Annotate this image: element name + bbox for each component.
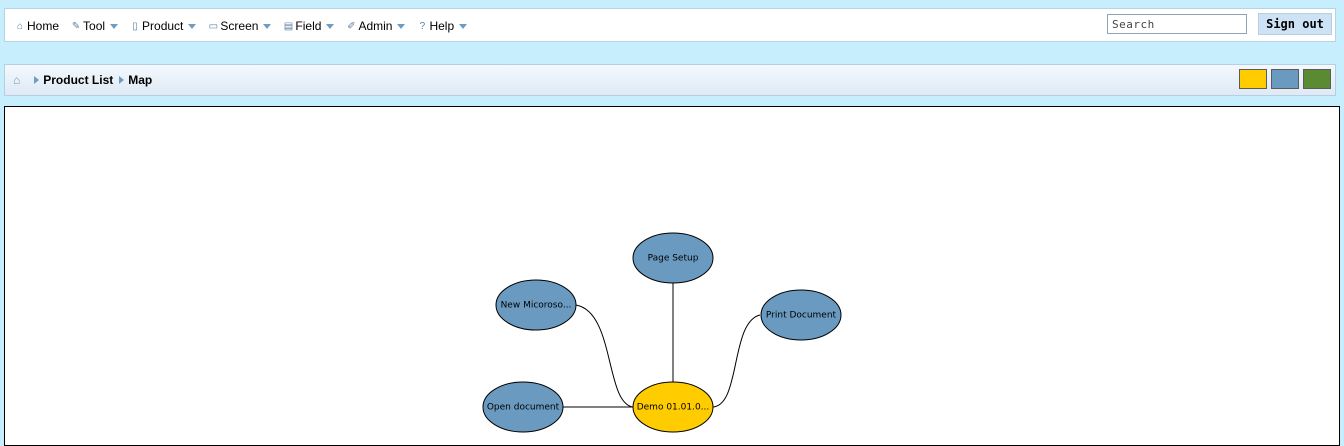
menu-screen[interactable]: ▭ Screen [208, 19, 272, 33]
edge-print-document [711, 314, 761, 408]
chevron-down-icon [110, 24, 119, 29]
chevron-down-icon [188, 24, 197, 29]
map-node-print-document[interactable]: Print Document [760, 289, 842, 341]
menu-help[interactable]: ? Help [417, 19, 468, 33]
pencil-icon: ✐ [347, 20, 356, 32]
chevron-down-icon [263, 24, 272, 29]
node-shape [632, 381, 714, 433]
breadcrumb: ⌂ Product List Map [13, 65, 152, 95]
menu-product-label: Product [142, 19, 184, 33]
node-shape [632, 232, 714, 284]
node-label: New Micoroso... [501, 301, 572, 311]
menu-tool-label: Tool [83, 19, 106, 33]
home-icon[interactable]: ⌂ [13, 73, 21, 87]
breadcrumb-separator-icon [34, 76, 40, 84]
wrench-icon: ✎ [71, 20, 81, 32]
breadcrumb-product-list[interactable]: Product List [43, 73, 114, 87]
map-node-new-microsoft[interactable]: New Micoroso... [495, 279, 577, 331]
node-label: Demo 01.01.0... [637, 403, 710, 413]
chevron-down-icon [326, 24, 335, 29]
document-icon: ▯ [132, 20, 138, 32]
map-node-open-document[interactable]: Open document [482, 381, 564, 433]
breadcrumb-bar: ⌂ Product List Map [4, 64, 1336, 96]
edge-new-microsoft [575, 304, 634, 408]
node-label: Print Document [766, 311, 837, 321]
node-shape [482, 381, 564, 433]
node-label: Page Setup [648, 254, 699, 264]
chevron-down-icon [459, 24, 468, 29]
top-toolbar: ⌂ Home ✎ Tool ▯ Product ▭ Screen ▤ Field… [4, 8, 1336, 42]
swatch-blue[interactable] [1271, 69, 1299, 89]
menu-tool[interactable]: ✎ Tool [71, 19, 119, 33]
field-icon: ▤ [283, 20, 294, 32]
breadcrumb-separator-icon [119, 76, 125, 84]
sign-out-button[interactable]: Sign out [1258, 13, 1332, 35]
swatch-green[interactable] [1303, 69, 1331, 89]
map-svg: Page Setup New Micoroso... Print Documen… [482, 232, 842, 433]
menu-admin[interactable]: ✐ Admin [346, 19, 406, 33]
map-node-center[interactable]: Demo 01.01.0... [632, 381, 714, 433]
swatch-yellow[interactable] [1239, 69, 1267, 89]
menu-product[interactable]: ▯ Product [130, 19, 197, 33]
main-menu: ⌂ Home ✎ Tool ▯ Product ▭ Screen ▤ Field… [15, 9, 479, 43]
chevron-down-icon [397, 24, 406, 29]
image-icon: ▭ [208, 20, 219, 32]
menu-help-label: Help [429, 19, 455, 33]
node-shape [760, 289, 842, 341]
color-swatches [1235, 69, 1331, 89]
menu-field-label: Field [295, 19, 322, 33]
menu-admin-label: Admin [358, 19, 393, 33]
menu-screen-label: Screen [220, 19, 259, 33]
home-icon: ⌂ [16, 20, 24, 32]
menu-home-label: Home [27, 19, 60, 33]
menu-home[interactable]: ⌂ Home [15, 19, 59, 33]
breadcrumb-map: Map [128, 73, 153, 87]
question-icon: ? [419, 20, 426, 32]
search-input[interactable] [1107, 14, 1247, 34]
map-node-page-setup[interactable]: Page Setup [632, 232, 714, 284]
node-shape [495, 279, 577, 331]
node-label: Open document [487, 403, 560, 413]
menu-field[interactable]: ▤ Field [283, 19, 335, 33]
map-canvas: Page Setup New Micoroso... Print Documen… [4, 106, 1340, 446]
map-edges [562, 283, 761, 408]
